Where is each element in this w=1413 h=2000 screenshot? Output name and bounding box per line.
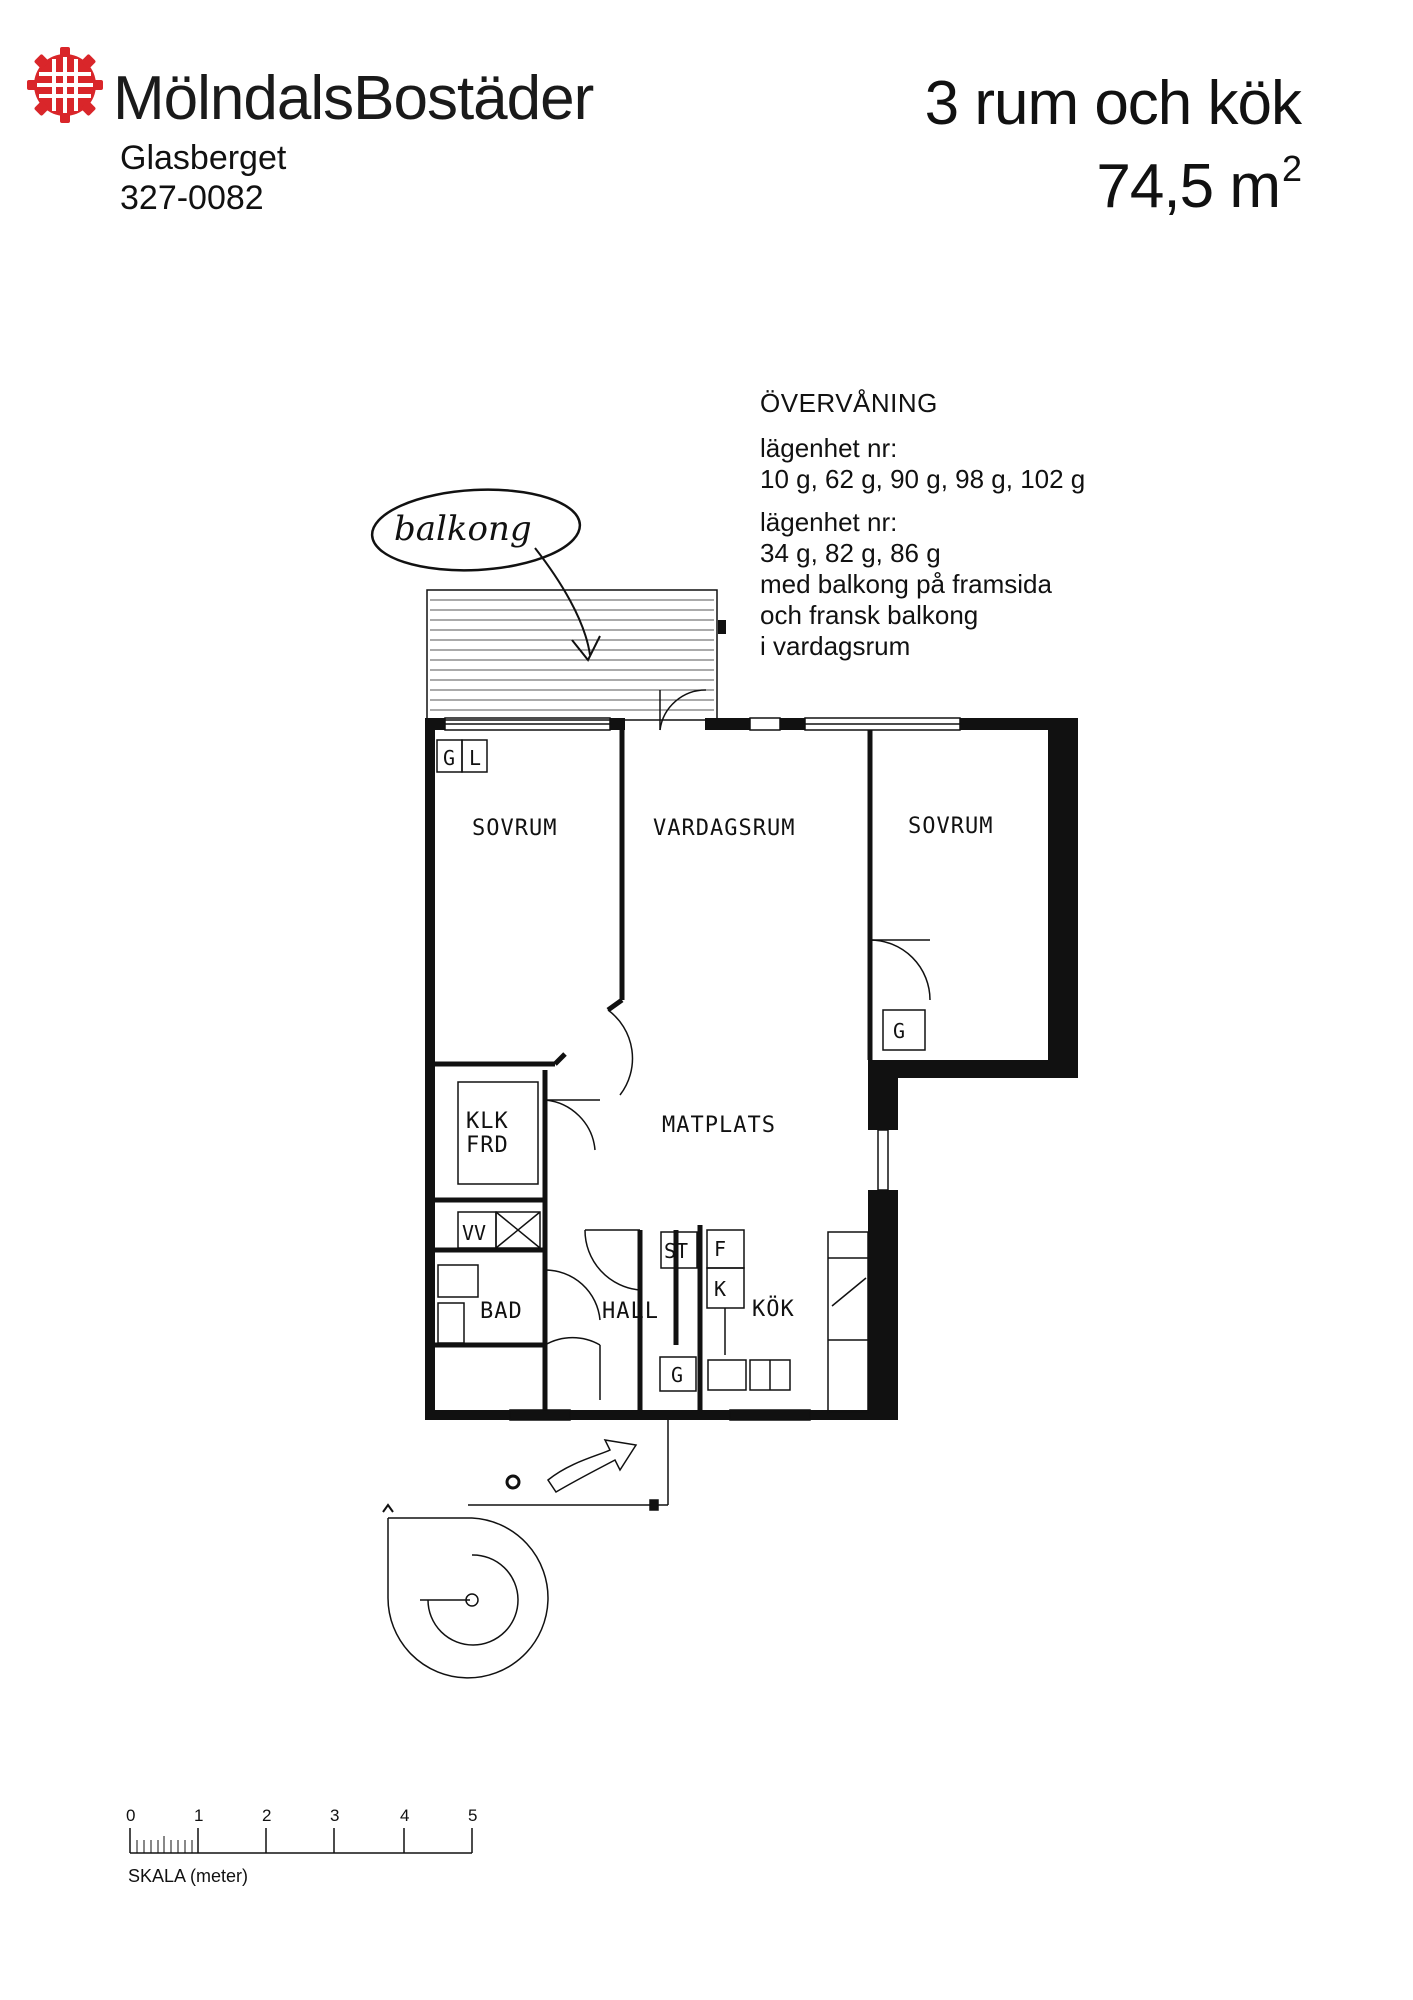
balcony-note-text: balkong xyxy=(394,509,532,549)
scale-caption: SKALA (meter) xyxy=(128,1866,248,1886)
fixtures xyxy=(436,739,926,1413)
outer-walls xyxy=(425,718,1078,1420)
apartment-block-2: lägenhet nr: 34 g, 82 g, 86 g med balkon… xyxy=(760,507,1085,662)
block2-values: 34 g, 82 g, 86 g xyxy=(760,538,941,568)
balcony xyxy=(426,589,726,721)
area-value: 74,5 m xyxy=(1096,152,1281,221)
rooms-headline: 3 rum och kök xyxy=(924,69,1302,138)
fixture-label-g-bedroom: G xyxy=(893,1019,905,1043)
room-label-klk: KLK xyxy=(466,1109,509,1134)
doors xyxy=(544,689,931,1400)
room-label-matplats: MATPLATS xyxy=(662,1113,776,1138)
room-label-bad: BAD xyxy=(480,1299,523,1324)
balcony-note: balkong xyxy=(370,488,601,662)
room-label-frd: FRD xyxy=(466,1133,509,1158)
scale-bar: 0 1 2 3 4 5 SKALA (meter) xyxy=(126,1806,477,1886)
floor-label: ÖVERVÅNING xyxy=(760,388,938,418)
brand-name: MölndalsBostäder xyxy=(113,64,594,133)
room-label-sovrum-right: SOVRUM xyxy=(908,814,993,839)
fixture-label-g: G xyxy=(443,746,455,770)
room-label-vardagsrum: VARDAGSRUM xyxy=(653,816,795,841)
area-exponent: 2 xyxy=(1281,148,1302,189)
interior-walls xyxy=(435,730,873,1410)
block2-label: lägenhet nr: xyxy=(760,507,898,537)
scale-tick-2: 2 xyxy=(262,1806,271,1825)
scale-tick-3: 3 xyxy=(330,1806,339,1825)
apartment-block-1: lägenhet nr: 10 g, 62 g, 90 g, 98 g, 102… xyxy=(760,433,1085,495)
room-label-sovrum-left: SOVRUM xyxy=(472,816,557,841)
fixture-label-k: K xyxy=(714,1277,726,1301)
scale-tick-4: 4 xyxy=(400,1806,409,1825)
scale-tick-0: 0 xyxy=(126,1806,135,1825)
block2-line4: och fransk balkong xyxy=(760,600,979,630)
windows xyxy=(444,717,961,1421)
apartment-info: ÖVERVÅNING lägenhet nr: 10 g, 62 g, 90 g… xyxy=(760,388,1085,674)
property-info: Glasberget 327-0082 xyxy=(120,138,286,218)
fixture-label-g-hall: G xyxy=(671,1363,683,1387)
room-label-hall: HALL xyxy=(602,1299,659,1324)
fixture-label-st: ST xyxy=(664,1239,688,1263)
room-label-kok: KÖK xyxy=(752,1296,795,1322)
fixture-label-f: F xyxy=(714,1237,726,1261)
fixture-label-l: L xyxy=(469,746,481,770)
block1-values: 10 g, 62 g, 90 g, 98 g, 102 g xyxy=(760,464,1086,494)
block1-label: lägenhet nr: xyxy=(760,433,898,463)
entrance-stairs xyxy=(382,1420,669,1679)
scale-tick-1: 1 xyxy=(194,1806,203,1825)
block2-line5: i vardagsrum xyxy=(760,631,911,661)
area-headline: 74,5 m2 xyxy=(1096,148,1302,222)
fixture-label-vv: VV xyxy=(462,1221,486,1245)
scale-tick-5: 5 xyxy=(468,1806,477,1825)
molndalsbostader-logo-icon xyxy=(27,47,103,123)
area-name: Glasberget xyxy=(120,139,287,177)
block2-line3: med balkong på framsida xyxy=(760,569,1052,599)
object-number: 327-0082 xyxy=(120,179,264,217)
